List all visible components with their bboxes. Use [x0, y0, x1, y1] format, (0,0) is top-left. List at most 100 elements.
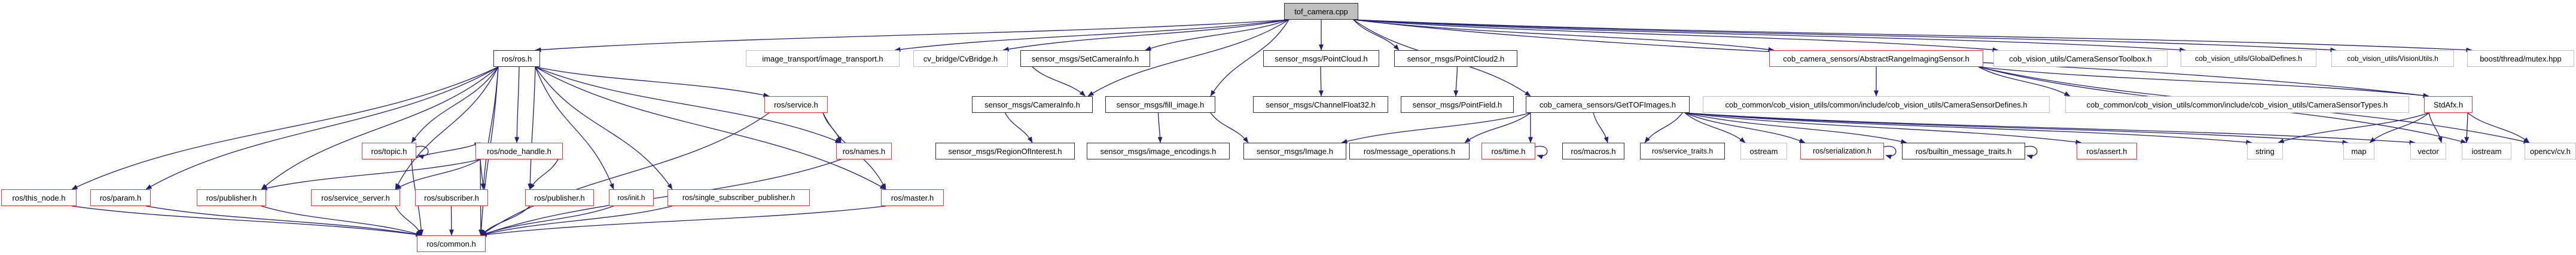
graph-node-visionutils[interactable]: cob_vision_utils/VisionUtils.h — [2331, 50, 2454, 67]
graph-node-stdafx[interactable]: StdAfx.h — [2424, 96, 2473, 113]
edge-stdafx-opencv — [2467, 112, 2530, 143]
edge-gettof-servicetraits — [1644, 112, 1683, 143]
graph-node-camerainfo[interactable]: sensor_msgs/CameraInfo.h — [972, 96, 1093, 113]
graph-node-ros_h[interactable]: ros/ros.h — [493, 50, 540, 67]
edge-gettof-map — [1684, 112, 2349, 145]
edge-gettof-assert — [1684, 112, 2082, 145]
graph-node-macros[interactable]: ros/macros.h — [1562, 143, 1624, 159]
edge-master-common — [480, 205, 886, 237]
edge-fillimage-encodings — [1157, 112, 1163, 143]
edge-topic-nodehandle — [411, 142, 481, 160]
edge-loop-time — [1535, 146, 1548, 159]
edge-ros_h-nodehandle — [514, 66, 520, 143]
edge-abstract-types — [1978, 66, 2071, 97]
graph-node-subscriber[interactable]: ros/subscriber.h — [415, 189, 488, 206]
graph-node-time[interactable]: ros/time.h — [1481, 143, 1535, 159]
graph-node-pointfield[interactable]: sensor_msgs/PointField.h — [1401, 96, 1514, 113]
edge-ros_h-serviceserver — [395, 66, 499, 190]
edge-serviceserver-common — [395, 205, 422, 236]
graph-node-types[interactable]: cob_common/cob_vision_utils/common/inclu… — [2065, 96, 2409, 113]
edge-root-visionutils — [1353, 19, 2337, 53]
edge-gettof-msgops — [1464, 112, 1531, 143]
edge-gettof-macros — [1593, 112, 1609, 143]
edge-root-pointcloud2 — [1353, 19, 1400, 51]
graph-node-servicetraits[interactable]: ros/service_traits.h — [1640, 143, 1725, 159]
graph-node-builtin[interactable]: ros/builtin_message_traits.h — [1902, 143, 2025, 159]
edge-gettof-image — [1341, 112, 1531, 144]
graph-node-abstract[interactable]: cob_camera_sensors/AbstractRangeImagingS… — [1769, 50, 1983, 67]
graph-node-master[interactable]: ros/master.h — [881, 189, 944, 206]
edge-root-setcamerainfo — [1145, 19, 1289, 51]
graph-node-globaldefines[interactable]: cob_vision_utils/GlobalDefines.h — [2181, 50, 2316, 67]
graph-node-publisher1[interactable]: ros/publisher.h — [197, 189, 266, 206]
edge-publisher1-common — [261, 205, 422, 236]
edge-ros_h-publisher2 — [528, 66, 536, 190]
graph-node-names[interactable]: ros/names.h — [836, 143, 892, 159]
graph-node-assert[interactable]: ros/assert.h — [2077, 143, 2137, 159]
edge-root-mutex — [1353, 19, 2473, 53]
graph-node-channelfloat[interactable]: sensor_msgs/ChannelFloat32.h — [1253, 96, 1388, 113]
graph-node-ostream[interactable]: ostream — [1740, 143, 1787, 159]
edge-ros_h-ssp — [535, 66, 673, 190]
edge-fillimage-image — [1210, 112, 1249, 143]
graph-node-root[interactable]: tof_camera.cpp — [1284, 3, 1358, 20]
graph-node-msgops[interactable]: ros/message_operations.h — [1349, 143, 1470, 159]
graph-node-image[interactable]: sensor_msgs/Image.h — [1243, 143, 1346, 159]
edge-nodehandle-serviceserver — [395, 159, 481, 190]
edge-ros_h-service — [535, 66, 770, 97]
graph-node-serviceserver[interactable]: ros/service_server.h — [311, 189, 400, 206]
edge-thisnode-common — [71, 205, 422, 237]
graph-node-service[interactable]: ros/service.h — [764, 96, 828, 113]
graph-node-pointcloud[interactable]: sensor_msgs/PointCloud.h — [1263, 50, 1379, 67]
graph-node-encodings[interactable]: sensor_msgs/image_encodings.h — [1087, 143, 1230, 159]
graph-node-serialization[interactable]: ros/serialization.h — [1800, 143, 1884, 159]
edge-camerainfo-roi — [1004, 112, 1033, 143]
edge-root-abstract — [1353, 19, 1775, 52]
graph-node-common[interactable]: ros/common.h — [417, 235, 486, 252]
graph-node-publisher2[interactable]: ros/publisher.h — [525, 189, 594, 206]
edge-ros_h-names — [535, 66, 842, 143]
graph-node-pointcloud2[interactable]: sensor_msgs/PointCloud2.h — [1394, 50, 1517, 67]
edge-service-common — [480, 112, 770, 236]
graph-node-roi[interactable]: sensor_msgs/RegionOfInterest.h — [935, 143, 1075, 159]
edge-stdafx-string — [2278, 112, 2429, 143]
edge-ros_h-master — [535, 66, 886, 190]
edge-root-cvbridge — [1002, 19, 1289, 52]
edge-root-image_transport — [894, 19, 1289, 52]
graph-node-topic[interactable]: ros/topic.h — [362, 143, 416, 159]
graph-node-nodehandle[interactable]: ros/node_handle.h — [475, 143, 563, 159]
graph-node-cvbridge[interactable]: cv_bridge/CvBridge.h — [913, 50, 1008, 67]
graph-node-string[interactable]: string — [2247, 143, 2283, 159]
graph-node-image_transport[interactable]: image_transport/image_transport.h — [746, 50, 900, 67]
graph-node-thisnode[interactable]: ros/this_node.h — [1, 189, 77, 206]
graph-node-map[interactable]: map — [2343, 143, 2374, 159]
edge-ros_h-topic — [411, 66, 499, 143]
edge-stdafx-vector — [2428, 112, 2443, 143]
graph-node-gettof[interactable]: cob_camera_sensors/GetTOFImages.h — [1526, 96, 1690, 113]
edge-nodehandle-publisher1 — [261, 159, 481, 191]
graph-node-ssp[interactable]: ros/single_subscriber_publisher.h — [667, 189, 810, 206]
edge-abstract-stdafx — [1978, 66, 2429, 98]
graph-node-init[interactable]: ros/init.h — [609, 189, 654, 206]
graph-node-mutex[interactable]: boost/thread/mutex.hpp — [2467, 50, 2574, 67]
graph-node-fillimage[interactable]: sensor_msgs/fill_image.h — [1105, 96, 1215, 113]
edge-loop-builtin — [2025, 146, 2038, 159]
edge-gettof-vector — [1684, 112, 2416, 145]
graph-node-iostream[interactable]: iostream — [2462, 143, 2511, 159]
graph-node-toolbox[interactable]: cob_vision_utils/CameraSensorToolbox.h — [1993, 50, 2168, 67]
graph-node-param[interactable]: ros/param.h — [90, 189, 151, 206]
edge-ros_h-init — [535, 66, 614, 190]
edge-pointcloud2-pointfield — [1453, 66, 1459, 97]
graph-node-vector[interactable]: vector — [2410, 143, 2446, 159]
edge-root-toolbox — [1353, 19, 1999, 53]
edge-ros_h-thisnode — [71, 66, 499, 190]
edge-loop-serialization — [1883, 146, 1897, 159]
graph-node-setcamerainfo[interactable]: sensor_msgs/SetCameraInfo.h — [1020, 50, 1150, 67]
edge-ros_h-param — [145, 66, 499, 190]
edge-gettof-builtin — [1684, 112, 1907, 144]
graph-node-opencv[interactable]: opencv/cv.h — [2525, 143, 2576, 159]
graph-node-defines[interactable]: cob_common/cob_vision_utils/common/inclu… — [1703, 96, 2050, 113]
edge-ros_h-subscriber — [481, 66, 499, 190]
